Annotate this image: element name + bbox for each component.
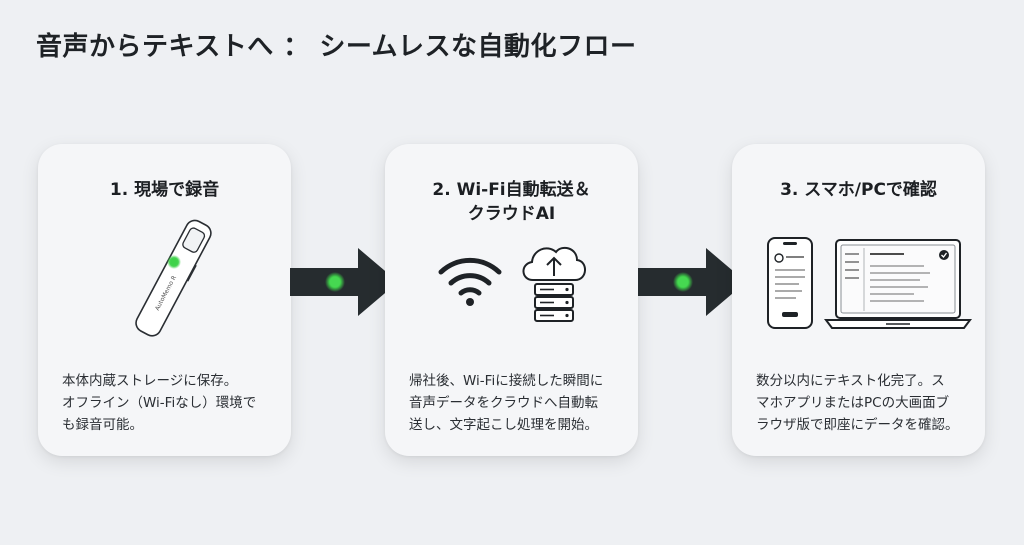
cloud-upload-icon <box>522 246 586 322</box>
desc-line: 本体内蔵ストレージに保存。 <box>62 373 238 389</box>
step-card-record: 1. 現場で録音 AutoMemo R 本体内蔵ストレージに保存。 オフライン（… <box>38 144 291 456</box>
step-title-line: 2. Wi-Fi自動転送＆ <box>432 180 591 200</box>
server-icon <box>534 283 574 322</box>
desc-line: 帰社後、Wi-Fiに接続した瞬間に <box>409 373 604 389</box>
step-description: 帰社後、Wi-Fiに接続した瞬間に 音声データをクラウドへ自動転 送し、文字起こ… <box>409 370 624 436</box>
step-description: 数分以内にテキスト化完了。ス マホアプリまたはPCの大画面ブ ラウザ版で即座にデ… <box>756 370 971 436</box>
step-title: 3. スマホ/PCで確認 <box>732 178 985 202</box>
wifi-icon <box>438 257 502 306</box>
desc-line: も録音可能。 <box>62 417 143 433</box>
voice-recorder-icon: AutoMemo R <box>135 219 212 337</box>
step-title: 2. Wi-Fi自動転送＆ クラウドAI <box>385 178 638 226</box>
desc-line: ラウザ版で即座にデータを確認。 <box>756 417 959 433</box>
page-title: 音声からテキストへ ： シームレスな自動化フロー <box>36 32 637 62</box>
step-description: 本体内蔵ストレージに保存。 オフライン（Wi-Fiなし）環境で も録音可能。 <box>62 370 277 436</box>
arrow-right-icon <box>290 248 398 316</box>
step-title-line: 1. 現場で録音 <box>109 180 220 200</box>
desc-line: 数分以内にテキスト化完了。ス <box>756 373 945 389</box>
step-title-line: クラウドAI <box>467 204 556 224</box>
step-title-line: 3. スマホ/PCで確認 <box>780 180 937 200</box>
step-card-transfer: 2. Wi-Fi自動転送＆ クラウドAI 帰社後、Wi-Fiに接続した瞬間に 音… <box>385 144 638 456</box>
step-title: 1. 現場で録音 <box>38 178 291 202</box>
desc-line: マホアプリまたはPCの大画面ブ <box>756 395 950 411</box>
desc-line: オフライン（Wi-Fiなし）環境で <box>62 395 257 411</box>
desc-line: 音声データをクラウドへ自動転 <box>409 395 598 411</box>
step-card-confirm: 3. スマホ/PCで確認 数分以内にテキスト化完了。ス マホアプリま <box>732 144 985 456</box>
smartphone-icon <box>767 237 813 329</box>
desc-line: 送し、文字起こし処理を開始。 <box>409 417 598 433</box>
arrow-right-icon <box>638 248 746 316</box>
laptop-icon <box>824 239 972 329</box>
